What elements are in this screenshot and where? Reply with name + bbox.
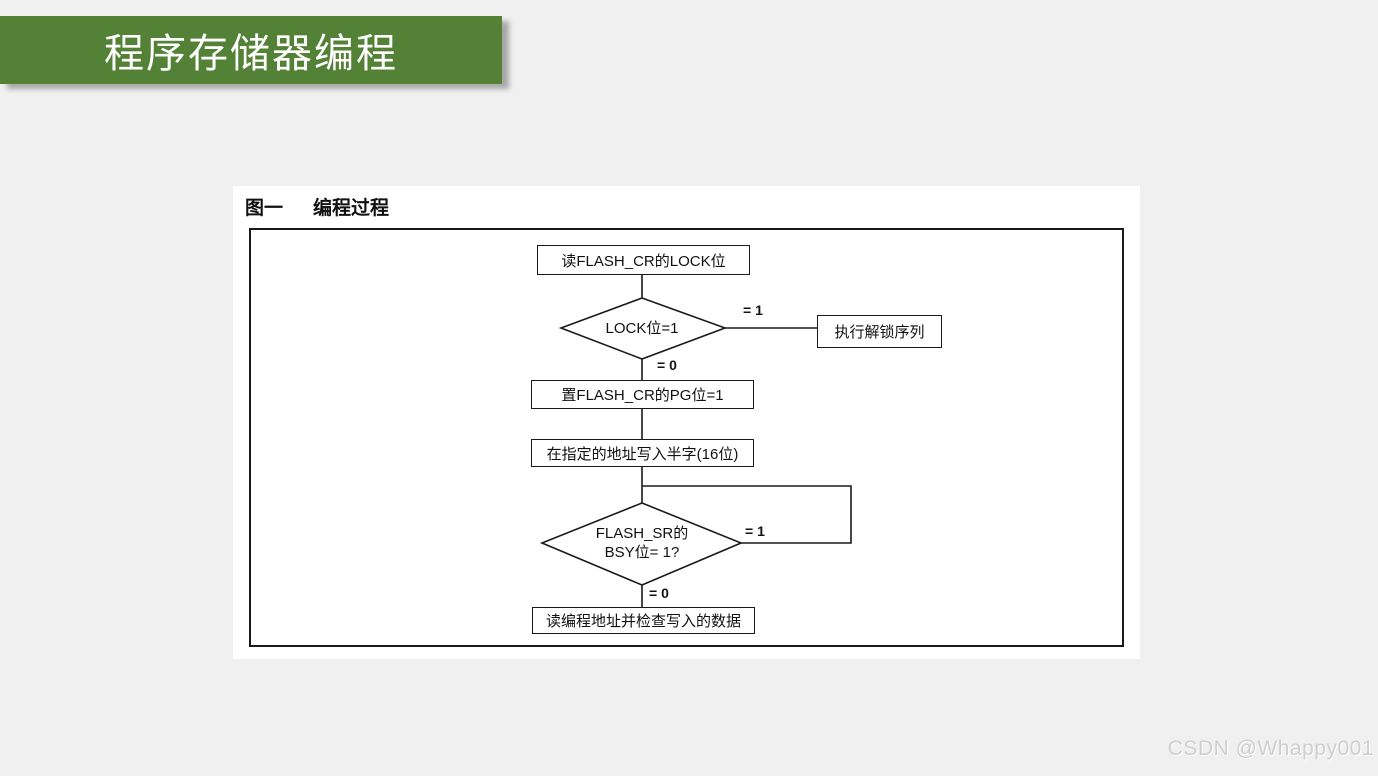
busy-check-line2: BSY位= 1? — [604, 544, 680, 561]
flow-box-read-lock-label: 读FLASH_CR的LOCK位 — [561, 252, 726, 270]
figure-title: 编程过程 — [313, 198, 390, 219]
flowchart-frame: 读FLASH_CR的LOCK位 执行解锁序列 置FLASH_CR的PG位=1 在… — [249, 228, 1124, 647]
lock-no-branch-label: = 0 — [657, 357, 677, 373]
lock-check-diamond-label: LOCK位=1 — [605, 320, 679, 337]
flow-box-write-halfword: 在指定的地址写入半字(16位) — [531, 439, 754, 467]
slide-title: 程序存储器编程 — [104, 32, 398, 76]
busy-yes-branch-label: = 1 — [745, 523, 765, 539]
busy-check-diamond-label: FLASH_SR的 BSY位= 1? — [542, 524, 742, 562]
flow-box-set-pg-label: 置FLASH_CR的PG位=1 — [561, 387, 724, 404]
flow-box-unlock-sequence-label: 执行解锁序列 — [834, 324, 925, 341]
csdn-watermark: CSDN @Whappy001 — [1167, 737, 1374, 760]
figure-number: 图一 — [245, 198, 284, 219]
flow-box-set-pg: 置FLASH_CR的PG位=1 — [531, 380, 754, 409]
figure-caption: 图一 编程过程 — [245, 193, 389, 220]
flowchart-connectors — [539, 274, 852, 608]
flow-box-write-halfword-label: 在指定的地址写入半字(16位) — [546, 445, 739, 463]
lock-yes-branch-label: = 1 — [743, 302, 763, 318]
figure-panel: 图一 编程过程 — [233, 186, 1140, 659]
flow-box-unlock-sequence: 执行解锁序列 — [817, 315, 942, 348]
flow-box-verify-data: 读编程地址并检查写入的数据 — [532, 607, 755, 634]
flow-box-read-lock: 读FLASH_CR的LOCK位 — [537, 245, 750, 275]
busy-check-line1: FLASH_SR的 — [595, 525, 689, 542]
busy-check-diamond-shape — [539, 502, 744, 586]
flow-box-verify-data-label: 读编程地址并检查写入的数据 — [545, 613, 741, 630]
busy-no-branch-label: = 0 — [649, 585, 669, 601]
lock-check-diamond-shape — [558, 297, 728, 360]
slide-title-banner: 程序存储器编程 — [0, 16, 502, 84]
